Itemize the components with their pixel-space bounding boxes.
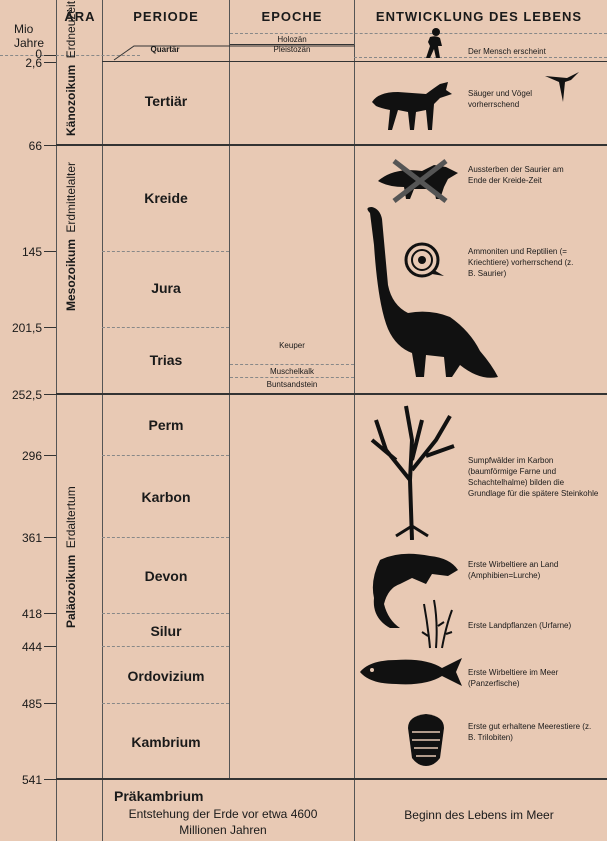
era-boundary [56,144,607,146]
era-mesozoikum: Mesozoikum Erdmittelalter [64,162,78,311]
period-kambrium: Kambrium [103,734,229,750]
period-quartaer: Quartär [135,45,195,54]
tick-label: 541 [2,773,42,787]
bird-icon [543,68,583,104]
header-epoch: EPOCHE [230,9,354,24]
trilobite-icon [404,712,448,768]
human-icon [418,26,452,60]
epoch-muschelkalk: Muschelkalk [230,367,354,376]
period-ordovizium: Ordovizium [103,668,229,684]
event-text: Erste Wirbeltiere im Meer (Panzerfische) [468,667,573,689]
triceratops-icon [374,157,466,205]
precambrian-title: Präkambrium [114,788,203,804]
tick-label: 296 [2,449,42,463]
tick-label: 444 [2,640,42,654]
period-karbon: Karbon [103,489,229,505]
era-boundary [56,778,607,780]
era-palaeozoikum: Paläozoikum Erdaltertum [64,486,78,628]
period-kreide: Kreide [103,190,229,206]
epoch-holozaen: Holozän [230,35,354,44]
era-name: Mesozoikum [64,239,78,311]
tree-icon [366,400,458,540]
era-sub: Erdaltertum [64,486,78,548]
tick-label: 145 [2,245,42,259]
tick-label: 361 [2,531,42,545]
tick-label: 2,6 [2,56,42,70]
mammal-icon [368,78,458,134]
era-name: Paläozoikum [64,555,78,628]
event-text: Der Mensch erscheint [468,46,603,57]
era-sub: Erdmittelalter [64,162,78,233]
event-text: Erste gut erhaltene Meerestiere (z. B. T… [468,721,593,743]
fern-icon [420,596,456,650]
era-kaenozoikum: Känozoikum Erdneuzeit [64,1,78,136]
era-name: Känozoikum [64,65,78,136]
period-trias: Trias [103,352,229,368]
header-period: PERIODE [103,9,229,24]
event-text: Erste Landpflanzen (Urfarne) [468,620,603,631]
event-text: Sumpfwälder im Karbon (baumförmige Farne… [468,455,603,499]
period-perm: Perm [103,417,229,433]
period-devon: Devon [103,568,229,584]
period-tertiaer: Tertiär [103,93,229,109]
precambrian-life: Beginn des Lebens im Meer [354,808,604,822]
epoch-buntsandstein: Buntsandstein [230,380,354,389]
fish-icon [356,652,466,692]
epoch-pleistozaen: Pleistozän [230,45,354,54]
period-divider [229,0,230,780]
precambrian-desc: Entstehung der Erde vor etwa 4600 Millio… [118,806,328,838]
event-text: Aussterben der Saurier am Ende der Kreid… [468,164,568,186]
tick-label: 66 [2,139,42,153]
sauropod-icon [360,205,502,385]
event-text: Säuger und Vögel vorherrschend [468,88,538,110]
axis-line [56,0,57,841]
era-sub: Erdneuzeit [64,1,78,58]
period-jura: Jura [103,280,229,296]
header-life: ENTWICKLUNG DES LEBENS [354,9,604,24]
period-silur: Silur [103,623,229,639]
tick-label: 485 [2,697,42,711]
tick-label: 418 [2,607,42,621]
tick-label: 201,5 [2,321,42,335]
epoch-keuper: Keuper [230,341,354,350]
epoch-divider [354,0,355,841]
event-text: Erste Wirbeltiere an Land (Amphibien=Lur… [468,559,573,581]
tick-label: 252,5 [2,388,42,402]
unit-label: Mio Jahre [14,22,52,50]
era-boundary [56,393,607,395]
